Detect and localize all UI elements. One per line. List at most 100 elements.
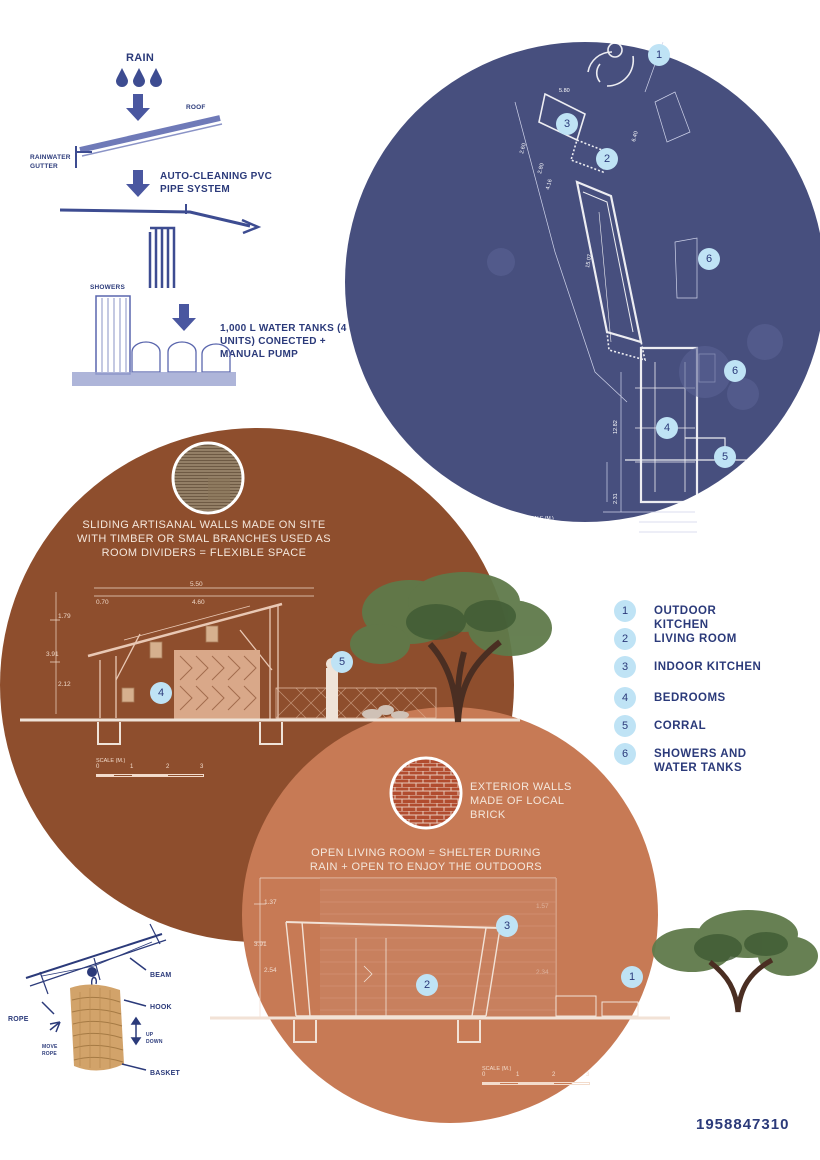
section-1-scale: SCALE (M.) 0 1 2 3 [96,758,216,788]
showers-tanks-sketch [72,295,236,386]
legend-label: SHOWERS AND WATER TANKS [654,748,747,774]
plan-badge-showers-2: 6 [724,360,746,382]
plan-dim: 2.31 [613,493,619,504]
section-1-drawing: 5.50 0.70 4.60 1.79 3.91 2.12 [20,581,520,745]
sec1-badge-bedrooms: 4 [150,682,172,704]
section-2-drawing: 1.37 3.91 2.54 1.57 2.34 [210,877,670,1043]
plan-dim: 6.40 [631,131,640,143]
beam-label: BEAM [150,972,172,979]
sec2-scale-tick: 3 [586,1072,590,1078]
sliding-wall-panel [174,650,260,720]
rain-drops-icon [116,68,162,87]
legend: 1 OUTDOOR KITCHEN 2 LIVING ROOM 3 INDOOR… [614,600,814,790]
plan-scale-tick: 3 [555,532,558,538]
legend-item: 5 CORRAL [614,715,774,737]
plan-scale-tick: 0 [525,532,528,538]
sec2-dim: 2.54 [264,967,277,974]
site-plan-drawing: 5.80 2.60 2.80 4.16 15.07 12.82 2.31 4.7… [487,42,783,542]
arrow-down-icon [126,170,150,197]
up-down-label: UP DOWN [146,1032,163,1045]
sec2-badge-indoor-kitchen: 3 [496,915,518,937]
move-rope-label: MOVE ROPE [42,1044,58,1057]
section-2-wall-caption: EXTERIOR WALLS MADE OF LOCAL BRICK [470,781,572,821]
sec2-badge-outdoor-kitchen: 1 [621,966,643,988]
sec1-dim: 5.50 [190,581,203,588]
legend-item: 6 SHOWERS AND WATER TANKS [614,743,774,775]
plan-dim: 5.40 [659,536,670,542]
plan-dim: 5.80 [559,88,570,94]
tree-illustration [652,910,818,1013]
plan-badge-indoor-kitchen: 3 [556,113,578,135]
plan-scale-tick: 2 [545,532,548,538]
legend-label: LIVING ROOM [654,633,737,645]
plan-dim: 12.82 [613,420,619,434]
legend-badge: 5 [614,715,636,737]
rain-label: RAIN [126,52,155,64]
brick-wall-swatch [389,756,463,830]
sec2-dim: 1.37 [264,899,277,906]
plan-scale-label: SCALE (M.) [527,516,554,522]
section-1-caption: SLIDING ARTISANAL WALLS MADE ON SITE WIT… [77,519,331,559]
basket-label: BASKET [150,1070,180,1077]
sec1-scale-tick: 1 [130,764,134,770]
sec1-dim: 2.12 [58,681,71,688]
tanks-label: 1,000 L WATER TANKS (4 UNITS) CONECTED +… [220,323,347,360]
plan-dim: 4.16 [545,179,554,191]
legend-badge: 1 [614,600,636,622]
hook-label: HOOK [150,1004,172,1011]
site-plan-circle [345,42,820,522]
legend-label: OUTDOOR KITCHEN [654,605,717,631]
legend-label: CORRAL [654,720,707,732]
showers-label: SHOWERS [90,284,125,291]
sec2-scale-tick: 0 [482,1072,486,1078]
woven-wall-swatch [171,441,245,515]
roof-sketch [75,115,223,168]
legend-item: 3 INDOOR KITCHEN [614,656,774,678]
plan-scale-tick: 4 [565,532,568,538]
section-2-caption: OPEN LIVING ROOM = SHELTER DURING RAIN +… [309,847,543,873]
sec1-dim: 4.60 [192,599,205,606]
sec1-dim: 3.91 [46,651,59,658]
roof-label: ROOF [186,104,206,111]
sec1-scale-tick: 0 [96,764,100,770]
legend-badge: 2 [614,628,636,650]
brick-wall-elevation [320,878,556,1018]
basket-icon [70,984,124,1071]
plan-badge-bedrooms: 4 [656,417,678,439]
pipe-label: AUTO-CLEANING PVC PIPE SYSTEM [160,171,273,195]
legend-badge: 3 [614,656,636,678]
plan-badge-corral: 5 [714,446,736,468]
section-2-scale: SCALE (M.) 0 1 2 3 [482,1066,602,1096]
sec2-badge-living-room: 2 [416,974,438,996]
gutter-label: RAINWATER GUTTER [30,154,71,170]
legend-item: 4 BEDROOMS [614,687,774,709]
sec1-scale-label: SCALE (M.) [96,758,126,764]
legend-label: INDOOR KITCHEN [654,661,762,673]
plan-dim: 15.07 [585,254,593,269]
legend-badge: 6 [614,743,636,765]
legend-item: 2 LIVING ROOM [614,628,774,650]
sec1-dim: 1.79 [58,613,71,620]
sec1-dim: 0.70 [96,599,109,606]
sec2-dim: 3.91 [254,941,267,948]
basket-detail-drawing [25,923,167,1071]
plan-badge-outdoor-kitchen: 1 [648,44,670,66]
arrow-down-icon [126,94,150,121]
pvc-pipe-sketch [60,204,262,288]
sec1-scale-tick: 3 [200,764,204,770]
sec2-scale-tick: 1 [516,1072,520,1078]
sec2-scale-label: SCALE (M.) [482,1066,512,1072]
tree-illustration [350,572,552,723]
legend-item: 1 OUTDOOR KITCHEN [614,600,774,632]
rope-label: ROPE [8,1016,29,1023]
plan-dim: 4.70 [659,526,670,532]
legend-label: BEDROOMS [654,692,726,704]
plan-dim: 2.80 [537,163,546,175]
plan-badge-living-room: 2 [596,148,618,170]
plan-scale-tick: 1 [535,532,538,538]
arrow-down-icon [172,304,196,331]
site-plan-scale: SCALE (M.) 0 1 2 3 4 [525,516,568,538]
plan-dim: 2.60 [519,143,528,155]
sec1-scale-tick: 2 [166,764,170,770]
legend-badge: 4 [614,687,636,709]
